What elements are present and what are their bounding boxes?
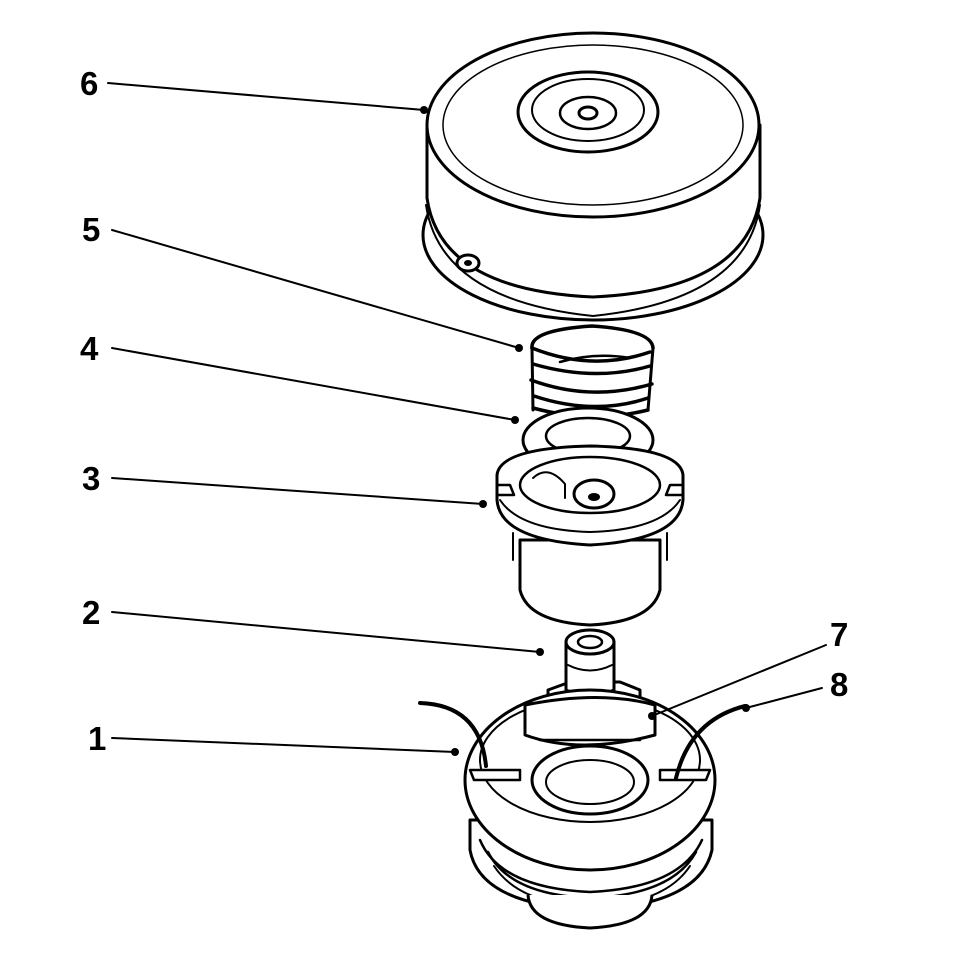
callout-6: 6 <box>80 65 98 102</box>
callout-1: 1 <box>88 720 106 757</box>
callout-3: 3 <box>82 460 100 497</box>
callout-numbers: 6 5 4 3 2 1 7 8 <box>80 65 848 757</box>
callout-leaders <box>107 82 827 756</box>
callout-7: 7 <box>830 616 848 653</box>
callout-5: 5 <box>82 211 100 248</box>
part-3-spool-cup <box>495 444 685 627</box>
callout-8: 8 <box>830 666 848 703</box>
part-1-base-spool <box>418 688 747 930</box>
part-6-cover-cap <box>421 31 765 322</box>
callout-2: 2 <box>82 594 100 631</box>
callout-4: 4 <box>80 330 99 367</box>
part-5-spring <box>529 324 655 419</box>
